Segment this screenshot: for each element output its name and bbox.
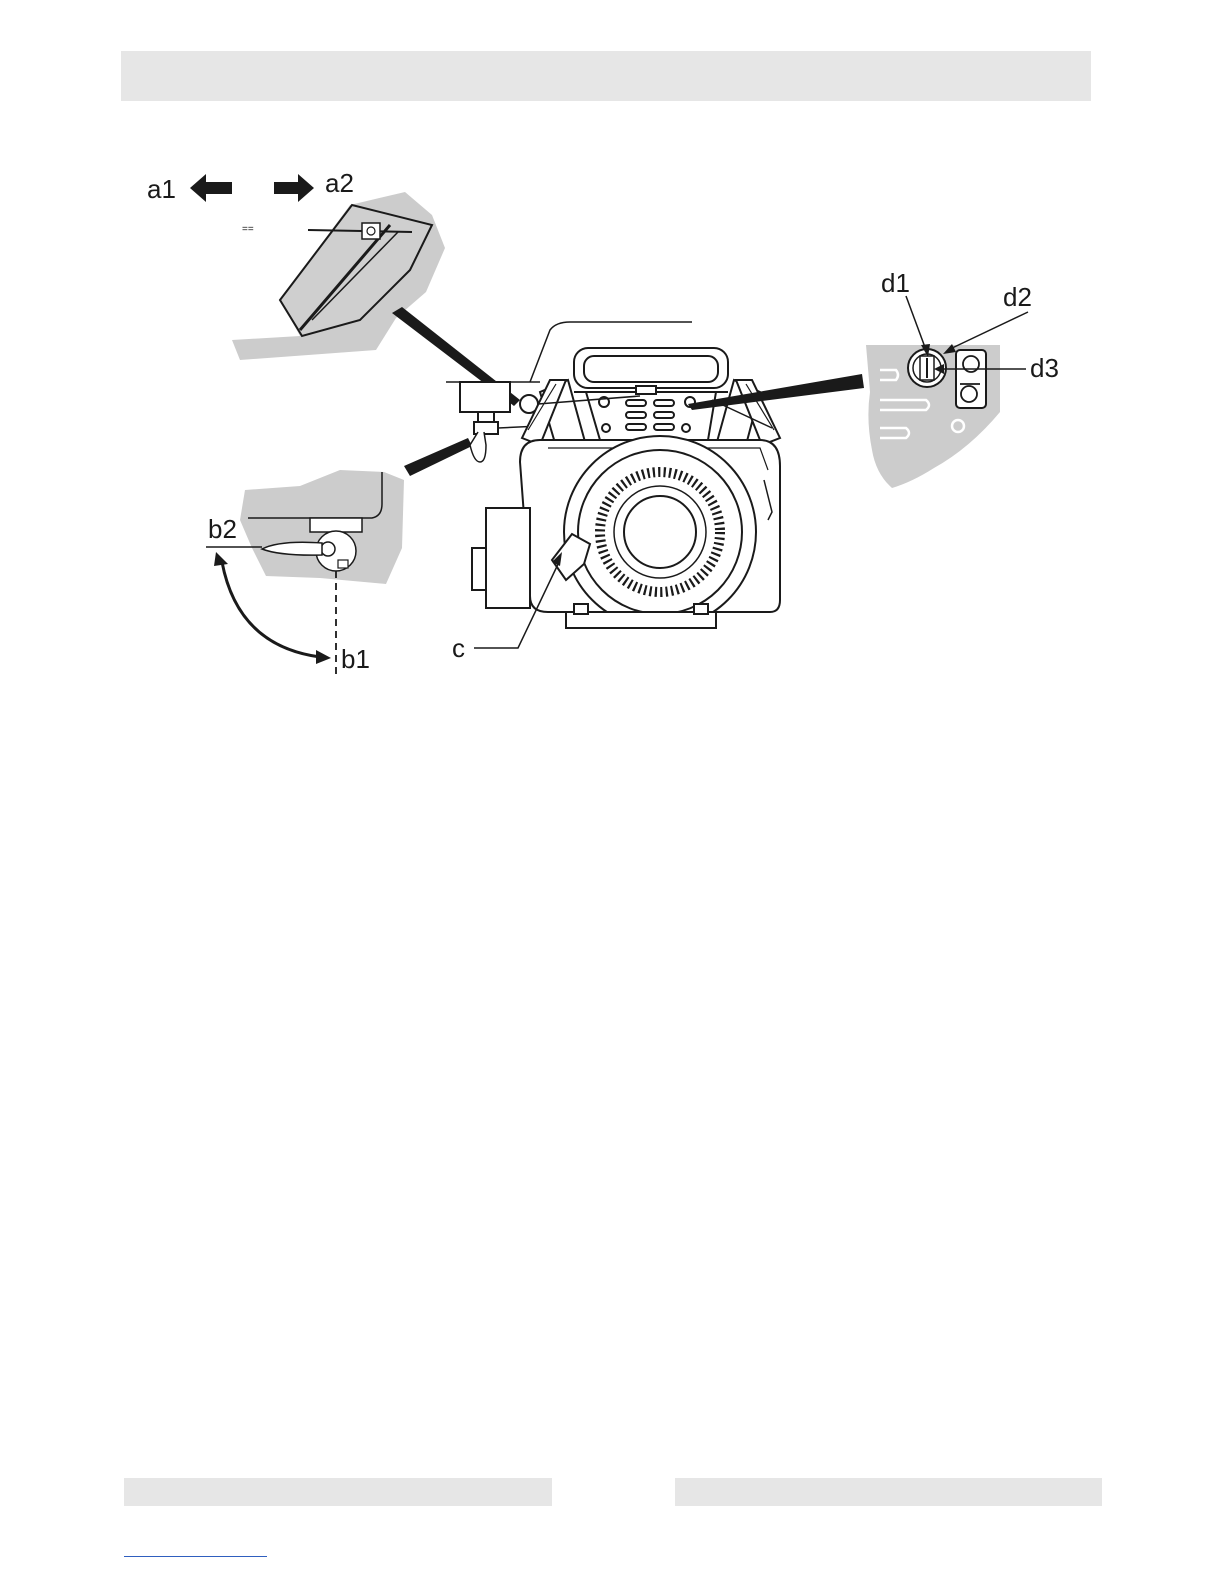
inset-a-throttle: == xyxy=(232,192,445,360)
svg-text:==: == xyxy=(242,224,254,235)
arrow-right-icon xyxy=(274,174,314,202)
callout-a1: a1 xyxy=(147,174,176,204)
link-underline[interactable] xyxy=(124,1556,267,1557)
leader-d1 xyxy=(906,296,926,350)
footer-bar-right xyxy=(675,1478,1102,1506)
leader-wedge-b xyxy=(404,438,472,476)
inset-d-switch xyxy=(866,345,1000,488)
inset-b-fuel-valve xyxy=(240,470,404,584)
callout-a2: a2 xyxy=(325,168,354,198)
engine-controls-figure: == a1 a2 b2 b1 xyxy=(0,0,1224,720)
engine-illustration xyxy=(446,322,780,628)
callout-d2: d2 xyxy=(1003,282,1032,312)
footer-bar-left xyxy=(124,1478,552,1506)
callout-c: c xyxy=(452,633,465,663)
callout-d3: d3 xyxy=(1030,353,1059,383)
callout-d1: d1 xyxy=(881,268,910,298)
callout-b1: b1 xyxy=(341,644,370,674)
leader-d2 xyxy=(948,312,1028,350)
callout-b2: b2 xyxy=(208,514,237,544)
arrow-left-icon xyxy=(190,174,232,202)
